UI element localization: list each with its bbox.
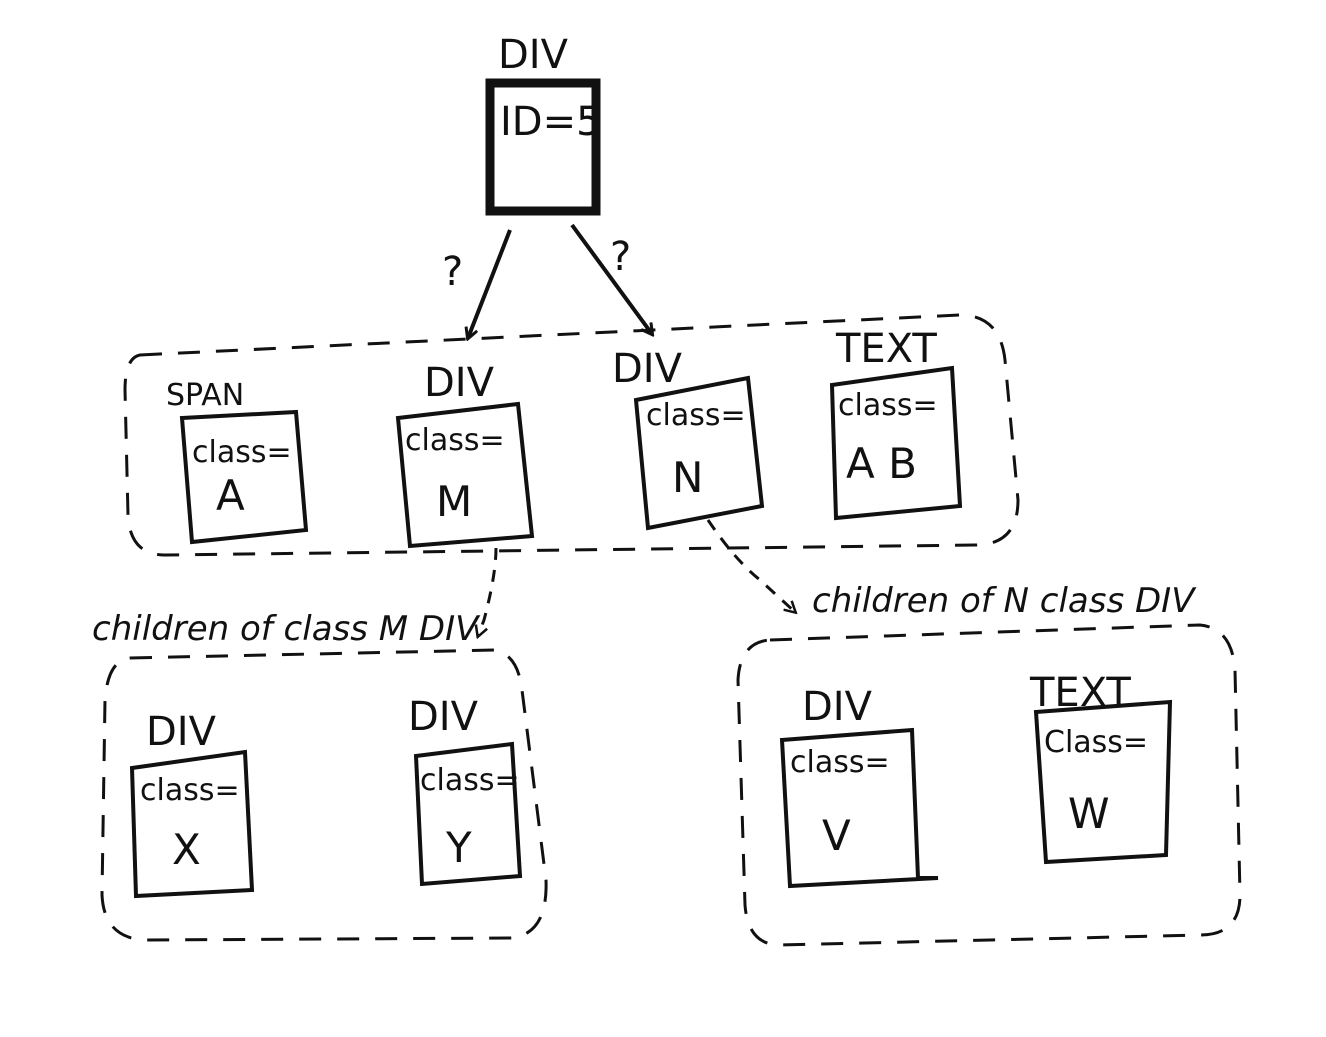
n-child-w-value: W [1068, 789, 1110, 838]
m-child-y-value: Y [445, 823, 472, 872]
siblings-group-container [123, 313, 1020, 557]
root-box [485, 78, 601, 216]
sibling-text-value: A B [846, 439, 917, 488]
sibling-div-n-value: N [672, 453, 703, 502]
n-child-w-attr: Class= [1044, 725, 1148, 760]
sibling-span-type: SPAN [166, 378, 244, 413]
m-children-container [100, 648, 548, 942]
question-mark-right: ? [610, 234, 631, 280]
edge-m-to-children [478, 547, 498, 636]
n-child-v-attr: class= [790, 745, 890, 780]
sibling-div-m-attr: class= [405, 423, 505, 458]
m-child-y-attr: class= [420, 763, 520, 798]
n-children-caption: children of N class DIV [812, 581, 1197, 621]
sibling-text-box [829, 365, 963, 521]
n-child-v-type: DIV [802, 684, 873, 730]
root-attr-label: ID=5 [500, 99, 602, 145]
sibling-text-attr: class= [838, 388, 938, 423]
sibling-span-value: A [216, 471, 245, 520]
m-children-group: children of class M DIV DIV class= X DIV… [92, 609, 548, 942]
edge-n-to-children [706, 519, 795, 612]
sibling-div-m-box [395, 401, 535, 549]
m-child-x-type: DIV [146, 709, 217, 755]
n-children-container [736, 623, 1242, 947]
sibling-div-m-type: DIV [424, 360, 495, 406]
m-child-x-box [129, 749, 255, 899]
n-children-group: children of N class DIV DIV class= V TEX… [736, 581, 1242, 947]
edge-root-to-n [570, 223, 652, 334]
sibling-span-a: SPAN class= A [166, 378, 309, 545]
edge-root-to-m [468, 229, 512, 338]
sibling-div-n-box [633, 375, 765, 531]
m-child-y-type: DIV [408, 694, 479, 740]
sibling-span-attr: class= [192, 435, 292, 470]
sibling-span-box [179, 409, 309, 545]
sibling-div-n-attr: class= [646, 398, 746, 433]
root-type-label: DIV [498, 32, 569, 78]
m-children-caption: children of class M DIV [92, 609, 481, 649]
sibling-div-n-type: DIV [612, 346, 683, 392]
sibling-text-ab: TEXT class= A B [829, 326, 963, 521]
n-child-v-value: V [822, 811, 851, 860]
root-node: DIV ID=5 [485, 32, 602, 216]
n-child-v-box [779, 727, 939, 889]
m-child-y-box [413, 741, 523, 887]
sibling-text-type: TEXT [835, 326, 937, 372]
m-child-x-value: X [172, 825, 201, 874]
n-child-w-box [1033, 699, 1173, 865]
sibling-div-m-value: M [436, 477, 472, 526]
sibling-div-n: DIV class= N [612, 346, 765, 531]
m-child-x-attr: class= [140, 773, 240, 808]
question-mark-left: ? [442, 249, 463, 295]
sibling-div-m: DIV class= M [395, 360, 535, 549]
